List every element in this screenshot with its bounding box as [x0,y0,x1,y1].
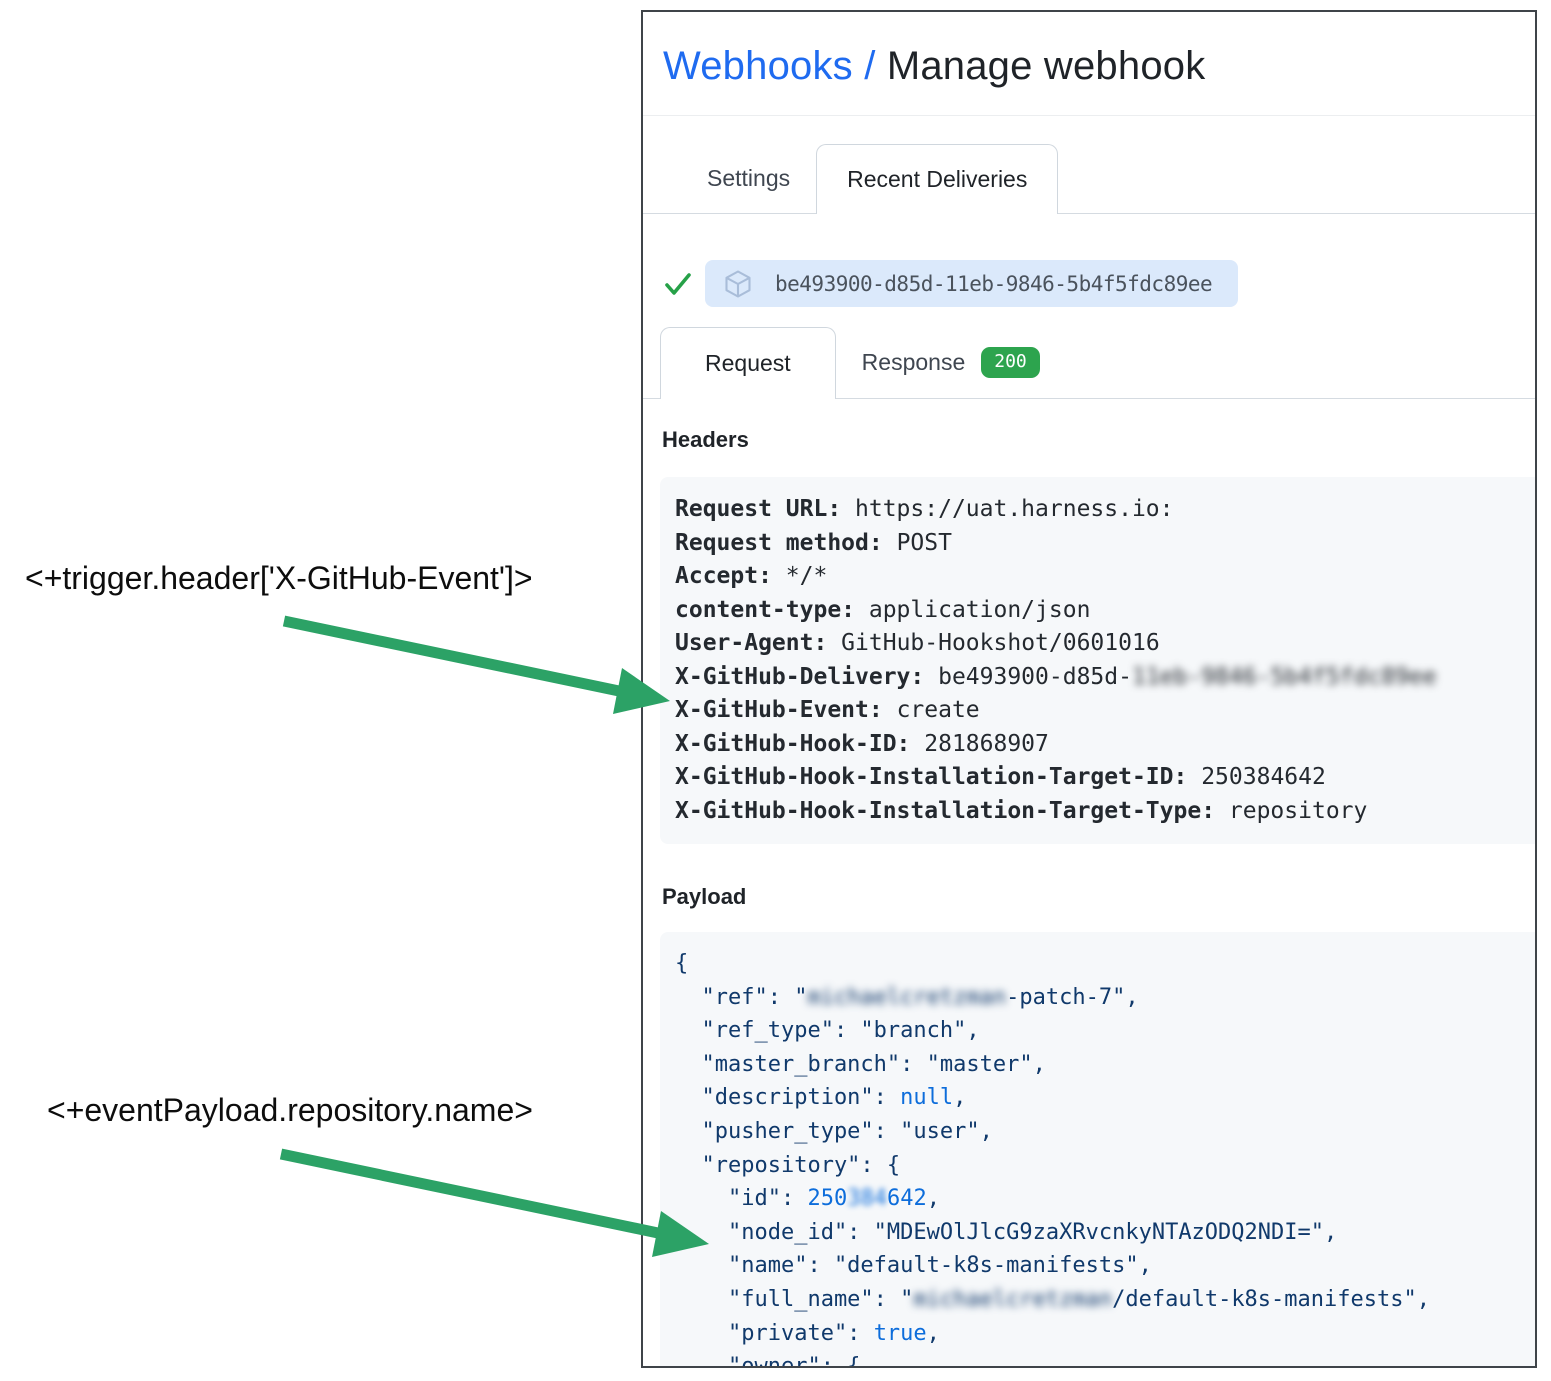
payload-line: "node_id": "MDEwOlJlcG9zaXRvcnkyNTAzODQ2… [675,1219,1338,1245]
payload-line: "master_branch": "master", [675,1051,1046,1077]
header-line: Request method: POST [675,529,952,556]
payload-line: "full_name": "michaelcretzman/default-k8… [675,1286,1430,1312]
response-status-badge: 200 [981,347,1040,378]
payload-line: "name": "default-k8s-manifests", [675,1253,1152,1279]
breadcrumb-separator: / [852,44,887,88]
delivery-row: be493900-d85d-11eb-9846-5b4f5fdc89ee [663,260,1535,307]
payload-line: "id": 250384642, [675,1186,940,1212]
tab-recent-deliveries[interactable]: Recent Deliveries [816,144,1059,214]
header-line: Accept: */* [675,563,828,589]
delivery-id-pill[interactable]: be493900-d85d-11eb-9846-5b4f5fdc89ee [705,260,1239,307]
breadcrumb-webhooks-link[interactable]: Webhooks [663,44,853,88]
package-icon [725,269,751,298]
payload-line: "private": true, [675,1320,940,1346]
tab-response-label: Response [861,349,966,375]
header-line: Request URL: https://uat.harness.io: [675,496,1174,522]
payload-code-box: { "ref": "michaelcretzman-patch-7", "ref… [660,932,1535,1368]
tab-settings[interactable]: Settings [707,165,791,191]
header-line: X-GitHub-Event: create [675,697,980,723]
header-line: User-Agent: GitHub-Hookshot/0601016 [675,630,1160,656]
header-line: X-GitHub-Hook-ID: 281868907 [675,730,1049,757]
main-tabbar: Settings Recent Deliveries [643,144,1535,214]
payload-line: "owner": { [675,1354,861,1368]
header-line: X-GitHub-Hook-Installation-Target-Type: … [675,797,1368,824]
arrow-to-x-github-event [282,615,670,714]
payload-line: "ref_type": "branch", [675,1018,980,1044]
payload-line: "repository": { [675,1152,901,1178]
payload-line: "description": null, [675,1085,967,1111]
page-title: Webhooks / Manage webhook [663,44,1535,89]
request-response-tabbar: Request Response 200 [643,327,1535,399]
page-title-text: Manage webhook [886,44,1206,88]
check-icon [665,272,691,295]
tab-response[interactable]: Response 200 [836,327,1066,398]
payload-line: "pusher_type": "user", [675,1118,993,1144]
payload-heading: Payload [662,884,747,909]
annotation-trigger-expression: <+trigger.header['X-GitHub-Event']> [25,560,533,596]
annotation-payload-expression: <+eventPayload.repository.name> [47,1092,533,1128]
webhook-panel: Webhooks / Manage webhook Settings Recen… [641,10,1537,1368]
tab-request[interactable]: Request [660,327,836,399]
header-line: content-type: application/json [675,596,1091,623]
title-divider [643,115,1535,116]
header-line: X-GitHub-Delivery: be493900-d85d-11eb-98… [675,663,1437,690]
headers-code-box: Request URL: https://uat.harness.io: Requ… [660,477,1535,844]
payload-line: { [675,951,689,976]
payload-line: "ref": "michaelcretzman-patch-7", [675,984,1139,1010]
header-line: X-GitHub-Hook-Installation-Target-ID: 25… [675,764,1326,790]
delivery-id-text: be493900-d85d-11eb-9846-5b4f5fdc89ee [775,271,1213,296]
headers-heading: Headers [662,427,749,452]
